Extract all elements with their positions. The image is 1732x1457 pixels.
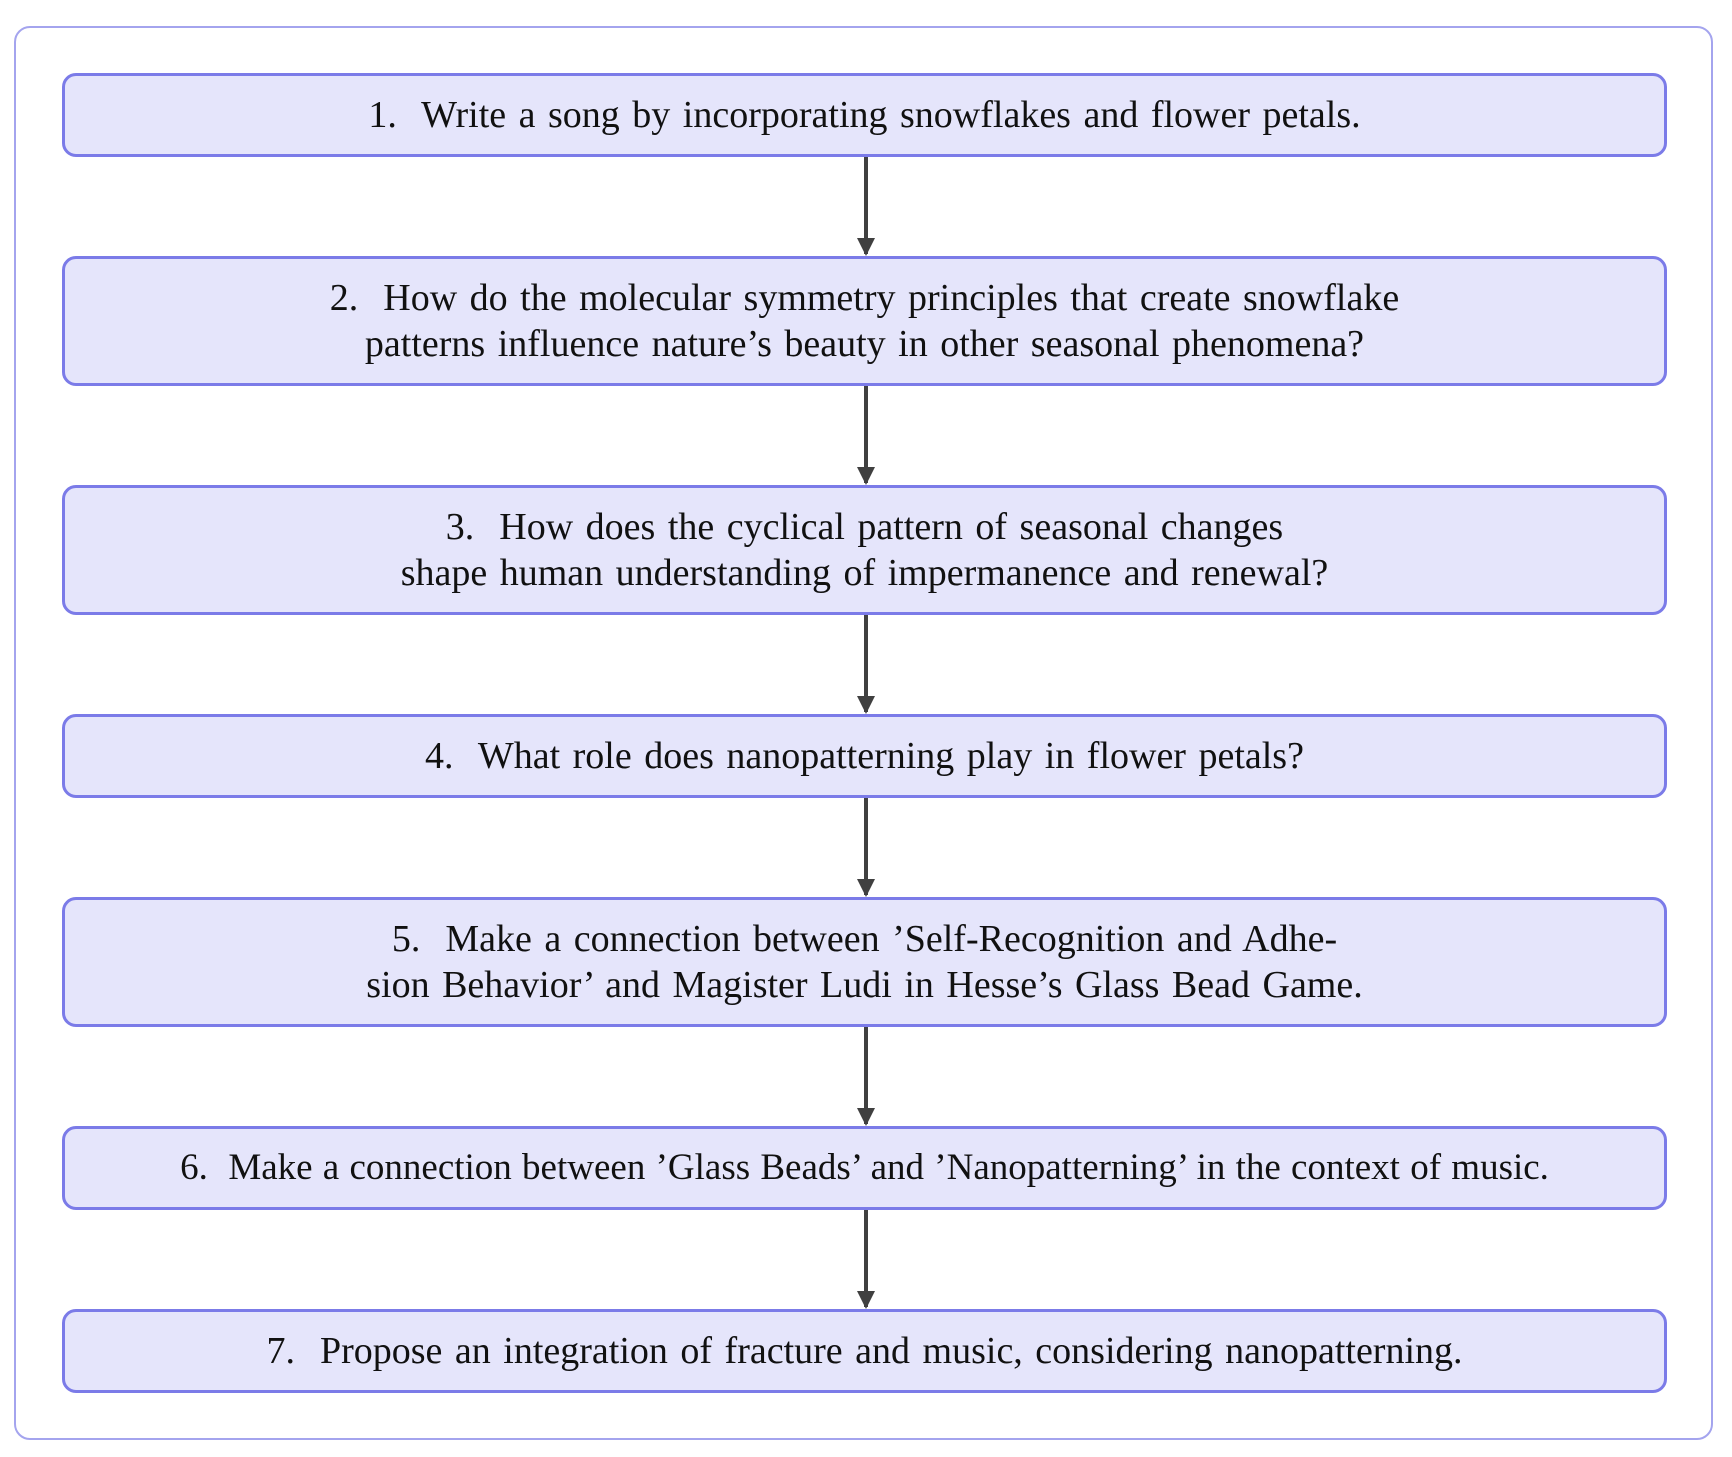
- step-label: Make a connection between ’Self-Recognit…: [445, 918, 1338, 960]
- step-5-line-1: 5. Make a connection between ’Self-Recog…: [366, 916, 1363, 962]
- step-3-line-2: shape human understanding of impermanenc…: [400, 552, 1329, 594]
- step-label: Make a connection between ’Glass Beads’ …: [228, 1147, 1549, 1188]
- step-text-6: 6. Make a connection between ’Glass Bead…: [180, 1145, 1549, 1191]
- step-7-line-1: 7. Propose an integration of fracture an…: [266, 1328, 1462, 1374]
- step-number: 7.: [266, 1330, 295, 1372]
- step-box-6: 6. Make a connection between ’Glass Bead…: [62, 1126, 1667, 1210]
- step-box-2: 2. How do the molecular symmetry princip…: [62, 256, 1667, 386]
- step-box-4: 4. What role does nanopatterning play in…: [62, 714, 1667, 798]
- step-number: 1.: [368, 94, 397, 136]
- step-box-5: 5. Make a connection between ’Self-Recog…: [62, 897, 1667, 1027]
- step-box-7: 7. Propose an integration of fracture an…: [62, 1309, 1667, 1393]
- step-box-3: 3. How does the cyclical pattern of seas…: [62, 485, 1667, 615]
- step-number: 6.: [180, 1147, 208, 1188]
- arrow-4-to-5: [857, 798, 875, 897]
- step-6-line-1: 6. Make a connection between ’Glass Bead…: [180, 1145, 1549, 1191]
- arrow-2-to-3: [857, 386, 875, 485]
- arrow-1-to-2: [857, 157, 875, 256]
- arrow-3-to-4: [857, 615, 875, 714]
- step-text-3: 3. How does the cyclical pattern of seas…: [401, 504, 1329, 596]
- step-number: 3.: [445, 506, 475, 548]
- step-number: 4.: [425, 735, 454, 777]
- step-2-line-2: patterns influence nature’s beauty in ot…: [364, 323, 1365, 365]
- arrow-6-to-7: [857, 1210, 875, 1309]
- step-5-line-2: sion Behavior’ and Magister Ludi in Hess…: [366, 964, 1363, 1006]
- step-number: 5.: [391, 918, 421, 960]
- step-text-2: 2. How do the molecular symmetry princip…: [330, 275, 1399, 367]
- step-text-5: 5. Make a connection between ’Self-Recog…: [366, 916, 1363, 1008]
- step-text-7: 7. Propose an integration of fracture an…: [266, 1328, 1462, 1374]
- step-text-4: 4. What role does nanopatterning play in…: [425, 733, 1304, 779]
- step-3-line-1: 3. How does the cyclical pattern of seas…: [401, 504, 1329, 550]
- step-2-line-1: 2. How do the molecular symmetry princip…: [330, 275, 1399, 321]
- arrow-5-to-6: [857, 1027, 875, 1126]
- step-label: Propose an integration of fracture and m…: [319, 1330, 1463, 1372]
- step-label: Write a song by incorporating snowflakes…: [421, 94, 1361, 136]
- step-text-1: 1. Write a song by incorporating snowfla…: [368, 92, 1360, 138]
- step-number: 2.: [329, 277, 359, 319]
- step-4-line-1: 4. What role does nanopatterning play in…: [425, 733, 1304, 779]
- step-label: What role does nanopatterning play in fl…: [477, 735, 1304, 777]
- step-label: How do the molecular symmetry principles…: [383, 277, 1400, 319]
- step-label: How does the cyclical pattern of seasona…: [499, 506, 1284, 548]
- step-box-1: 1. Write a song by incorporating snowfla…: [62, 73, 1667, 157]
- step-1-line-1: 1. Write a song by incorporating snowfla…: [368, 92, 1360, 138]
